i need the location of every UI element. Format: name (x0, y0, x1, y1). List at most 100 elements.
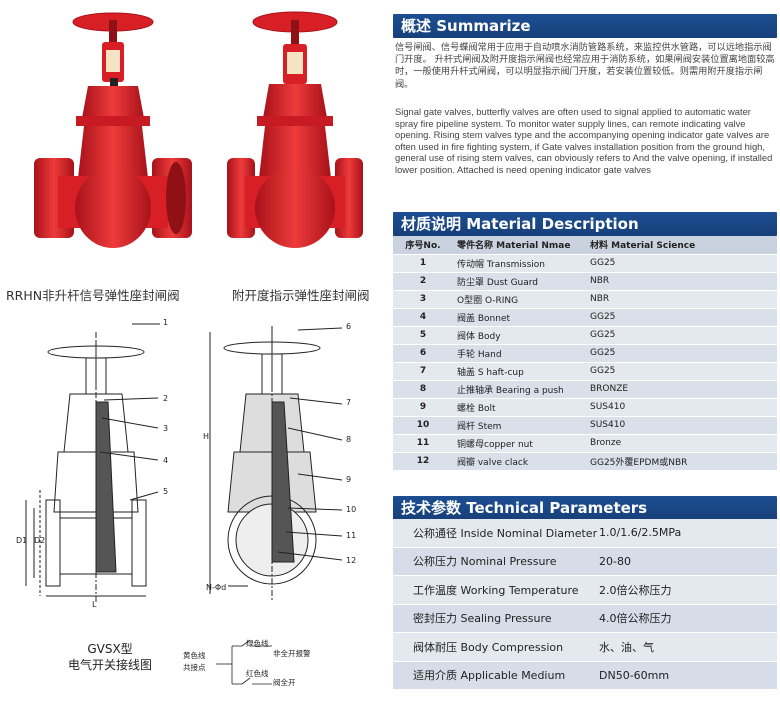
row-no: 11 (393, 434, 453, 453)
tech-label: 公称压力 Nominal Pressure (413, 555, 557, 569)
row-no: 8 (393, 380, 453, 399)
tech-row: 工作温度 Working Temperature 2.0倍公称压力 (393, 576, 777, 605)
summary-cn-text: 信号闸阀、信号蝶阀常用于应用于自动喷水消防管路系统，来监控供水管路，可以远地指示… (395, 42, 775, 90)
row-no: 6 (393, 344, 453, 363)
row-no: 10 (393, 416, 453, 435)
row-material: SUS410 (586, 398, 777, 417)
row-material: GG25 (586, 362, 777, 381)
tech-value: 水、油、气 (599, 640, 654, 654)
row-part: 螺栓 Bolt (453, 398, 586, 417)
row-material: GG25 (586, 326, 777, 345)
row-no: 9 (393, 398, 453, 417)
tech-label: 阀体耐压 Body Compression (413, 640, 564, 654)
row-no: 5 (393, 326, 453, 345)
row-no: 4 (393, 308, 453, 327)
callout-3: 3 (163, 424, 169, 433)
row-part: 传动帽 Transmission (453, 254, 586, 273)
row-part: 阀盖 Bonnet (453, 308, 586, 327)
dim-D2: D2 (34, 536, 46, 545)
wire-green-desc: 非全开报警 (273, 649, 311, 658)
tech-value: 1.0/1.6/2.5MPa (599, 526, 682, 540)
material-table: 序号No. 零件名称 Material Nmae 材料 Material Sci… (393, 236, 777, 471)
wire-common: 共接点 (183, 663, 206, 672)
technical-drawing-right (209, 326, 343, 602)
row-material: SUS410 (586, 416, 777, 435)
row-no: 3 (393, 290, 453, 309)
technical-header: 技术参数 Technical Parameters (393, 496, 777, 520)
wiring-title: GVSX型 电气开关接线图 (68, 641, 152, 673)
callout-12: 12 (346, 556, 357, 565)
technical-drawing-left (25, 323, 160, 602)
tech-value: 20-80 (599, 554, 631, 568)
tech-label: 公称通径 Inside Nominal Diameter (413, 526, 598, 540)
callout-8: 8 (346, 435, 352, 444)
left-column: RRHN非升杆信号弹性座封闸阀 附开度指示弹性座封闸阀 (6, 11, 370, 687)
wiring-diagram (216, 639, 272, 685)
callout-2: 2 (163, 394, 169, 403)
row-part: 铜螺母copper nut (453, 434, 586, 453)
material-header-row: 序号No. 零件名称 Material Nmae 材料 Material Sci… (393, 236, 777, 255)
row-material: BRONZE (586, 380, 777, 399)
row-no: 2 (393, 272, 453, 291)
tech-value: 2.0倍公称压力 (599, 583, 672, 597)
photo-caption-non-rising: RRHN非升杆信号弹性座封闸阀 (6, 288, 180, 303)
dim-D1: D1 (16, 536, 28, 545)
callout-11: 11 (346, 531, 357, 540)
wire-green: 绿色线 (246, 639, 269, 648)
valve-photo-indicator (227, 11, 363, 248)
col-part: 零件名称 Material Nmae (453, 236, 586, 255)
tech-row: 公称压力 Nominal Pressure 20-80 (393, 547, 777, 576)
callout-10: 10 (346, 505, 357, 514)
row-no: 12 (393, 452, 453, 471)
row-part: 阀瓣 valve clack (453, 452, 586, 471)
tech-label: 工作温度 Working Temperature (413, 583, 579, 597)
valve-photo-non-rising (34, 12, 192, 248)
dim-Nd: N-Φd (206, 583, 227, 592)
wiring-title-line2: 电气开关接线图 (68, 658, 153, 672)
material-header: 材质说明 Material Description (393, 212, 777, 236)
row-material: NBR (586, 290, 777, 309)
row-part: 防尘罩 Dust Guard (453, 272, 586, 291)
tech-label: 适用介质 Applicable Medium (413, 669, 566, 683)
summary-en-text: Signal gate valves, butterfly valves are… (395, 106, 773, 175)
row-part: 手轮 Hand (453, 344, 586, 363)
col-no: 序号No. (393, 236, 453, 255)
right-column: 概述 Summarize 信号闸阀、信号蝶阀常用于应用于自动喷水消防管路系统，来… (393, 0, 777, 707)
callout-5: 5 (163, 487, 169, 496)
photo-caption-indicator: 附开度指示弹性座封闸阀 (232, 288, 370, 303)
row-part: 止推轴承 Bearing a push (453, 380, 586, 399)
row-material: GG25 (586, 308, 777, 327)
row-material: NBR (586, 272, 777, 291)
row-material: GG25外覆EPDM或NBR (586, 452, 777, 471)
row-material: GG25 (586, 344, 777, 363)
col-material: 材料 Material Science (586, 236, 777, 255)
dim-L: L (92, 600, 97, 609)
wire-yellow: 黄色线 (183, 651, 206, 660)
callout-4: 4 (163, 456, 169, 465)
row-part: 阀体 Body (453, 326, 586, 345)
row-part: 轴盖 S haft-cup (453, 362, 586, 381)
wire-red-desc: 阀全开 (273, 678, 296, 687)
tech-value: 4.0倍公称压力 (599, 612, 672, 626)
row-material: Bronze (586, 434, 777, 453)
wiring-title-line1: GVSX型 (87, 642, 133, 656)
tech-label: 密封压力 Sealing Pressure (413, 612, 552, 626)
wire-red: 红色线 (246, 669, 269, 678)
callout-1: 1 (163, 318, 169, 327)
row-material: GG25 (586, 254, 777, 273)
row-no: 7 (393, 362, 453, 381)
dim-H: H (203, 432, 210, 441)
